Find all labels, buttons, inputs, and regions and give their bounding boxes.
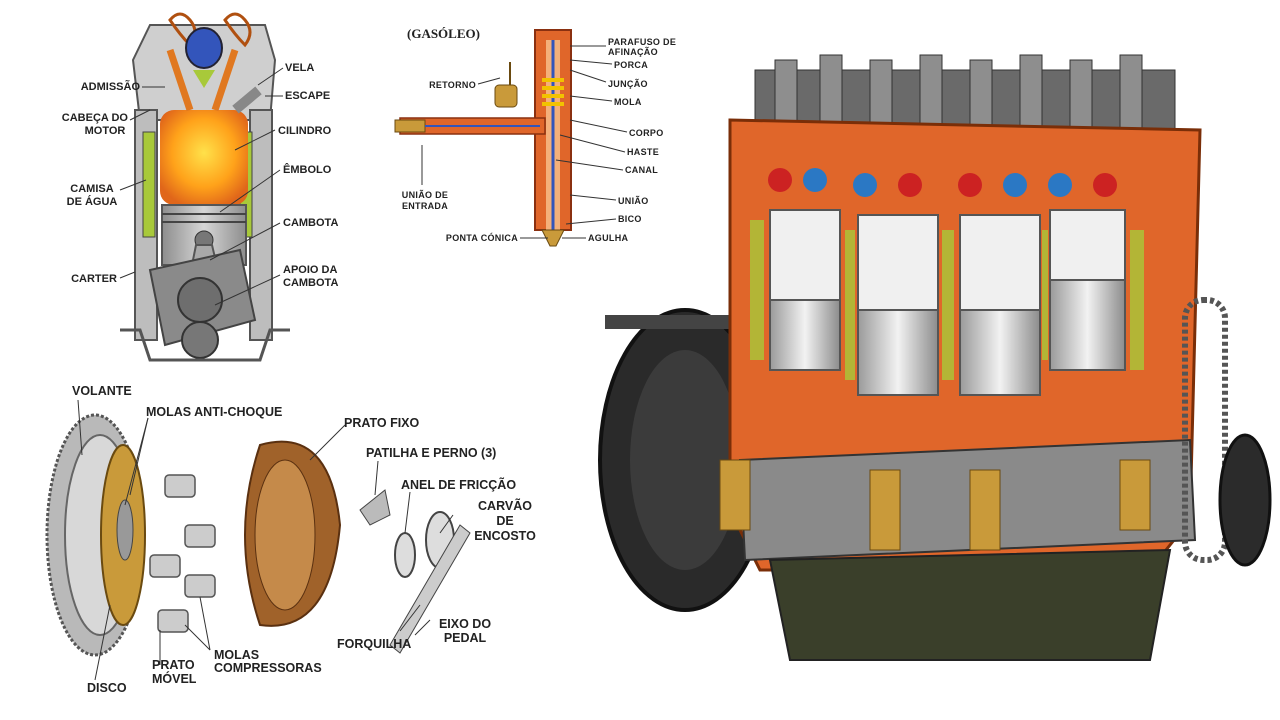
label-patilha-perno: PATILHA E PERNO (3): [366, 446, 497, 460]
label-apoio-line2: CAMBOTA: [283, 277, 339, 289]
label-carvao-line1: CARVÃO: [478, 499, 532, 513]
label-bico: BICO: [618, 214, 642, 224]
label-cilindro: CILINDRO: [278, 125, 332, 137]
clutch-drawing: [45, 399, 471, 681]
label-haste: HASTE: [627, 147, 660, 157]
engine-drawing: [598, 54, 1272, 661]
label-carvao-line3: ENCOSTO: [474, 529, 536, 543]
label-molas-compressoras-line1: MOLAS: [214, 648, 260, 662]
label-prato-movel-line1: PRATO: [152, 658, 195, 672]
label-parafuso-line2: AFINAÇÃO: [608, 47, 658, 57]
label-camisa-line2: DE ÁGUA: [66, 196, 118, 208]
label-embolo: ÊMBOLO: [283, 164, 332, 176]
label-cambota: CAMBOTA: [283, 217, 339, 229]
label-uniao-entrada-line1: UNIÃO DE: [401, 190, 449, 200]
label-juncao: JUNÇÃO: [608, 79, 648, 89]
label-ponta-conica: PONTA CÓNICA: [445, 233, 518, 243]
label-vela: VELA: [285, 62, 315, 74]
injector-diagram: (GASÓLEO) PARAFUSO DE AFINAÇÃO PORCA JUN…: [370, 0, 690, 260]
label-corpo: CORPO: [629, 128, 664, 138]
injector-drawing: [394, 29, 628, 247]
label-molas-compressoras-line2: COMPRESSORAS: [214, 661, 322, 675]
label-forquilha: FORQUILHA: [337, 637, 412, 651]
label-disco: DISCO: [87, 681, 127, 695]
label-eixo-pedal-line2: PEDAL: [443, 631, 487, 645]
engine-cutaway: [590, 40, 1280, 670]
label-admissao: ADMISSÃO: [80, 81, 140, 93]
label-apoio-line1: APOIO DA: [283, 264, 338, 276]
label-prato-movel-line2: MÓVEL: [152, 672, 197, 686]
piston-diagram: ADMISSÃO CABEÇA DO MOTOR CAMISA DE ÁGUA …: [0, 0, 360, 370]
label-carvao-line2: DE: [496, 514, 514, 528]
label-carter: CARTER: [71, 273, 117, 285]
label-mola: MOLA: [614, 97, 642, 107]
label-agulha: AGULHA: [588, 233, 629, 243]
label-uniao-entrada-line2: ENTRADA: [401, 201, 449, 211]
label-anel-friccao: ANEL DE FRICÇÃO: [401, 478, 517, 492]
clutch-diagram: VOLANTE MOLAS ANTI-CHOQUE PRATO FIXO PAT…: [0, 375, 560, 705]
label-escape: ESCAPE: [285, 90, 331, 102]
label-retorno: RETORNO: [429, 80, 476, 90]
injector-title: (GASÓLEO): [407, 26, 480, 41]
label-porca: PORCA: [614, 60, 649, 70]
label-volante: VOLANTE: [72, 384, 132, 398]
label-cabeca-motor-line1: CABEÇA DO: [61, 112, 128, 124]
label-uniao: UNIÃO: [618, 196, 649, 206]
label-parafuso-line1: PARAFUSO DE: [608, 37, 677, 47]
piston-drawing: [119, 12, 290, 362]
label-molas-anti-choque: MOLAS ANTI-CHOQUE: [146, 405, 283, 419]
label-camisa-line1: CAMISA: [70, 183, 114, 195]
label-canal: CANAL: [625, 165, 658, 175]
label-cabeca-motor-line2: MOTOR: [84, 125, 126, 137]
label-prato-fixo: PRATO FIXO: [344, 416, 420, 430]
label-eixo-pedal-line1: EIXO DO: [438, 617, 492, 631]
